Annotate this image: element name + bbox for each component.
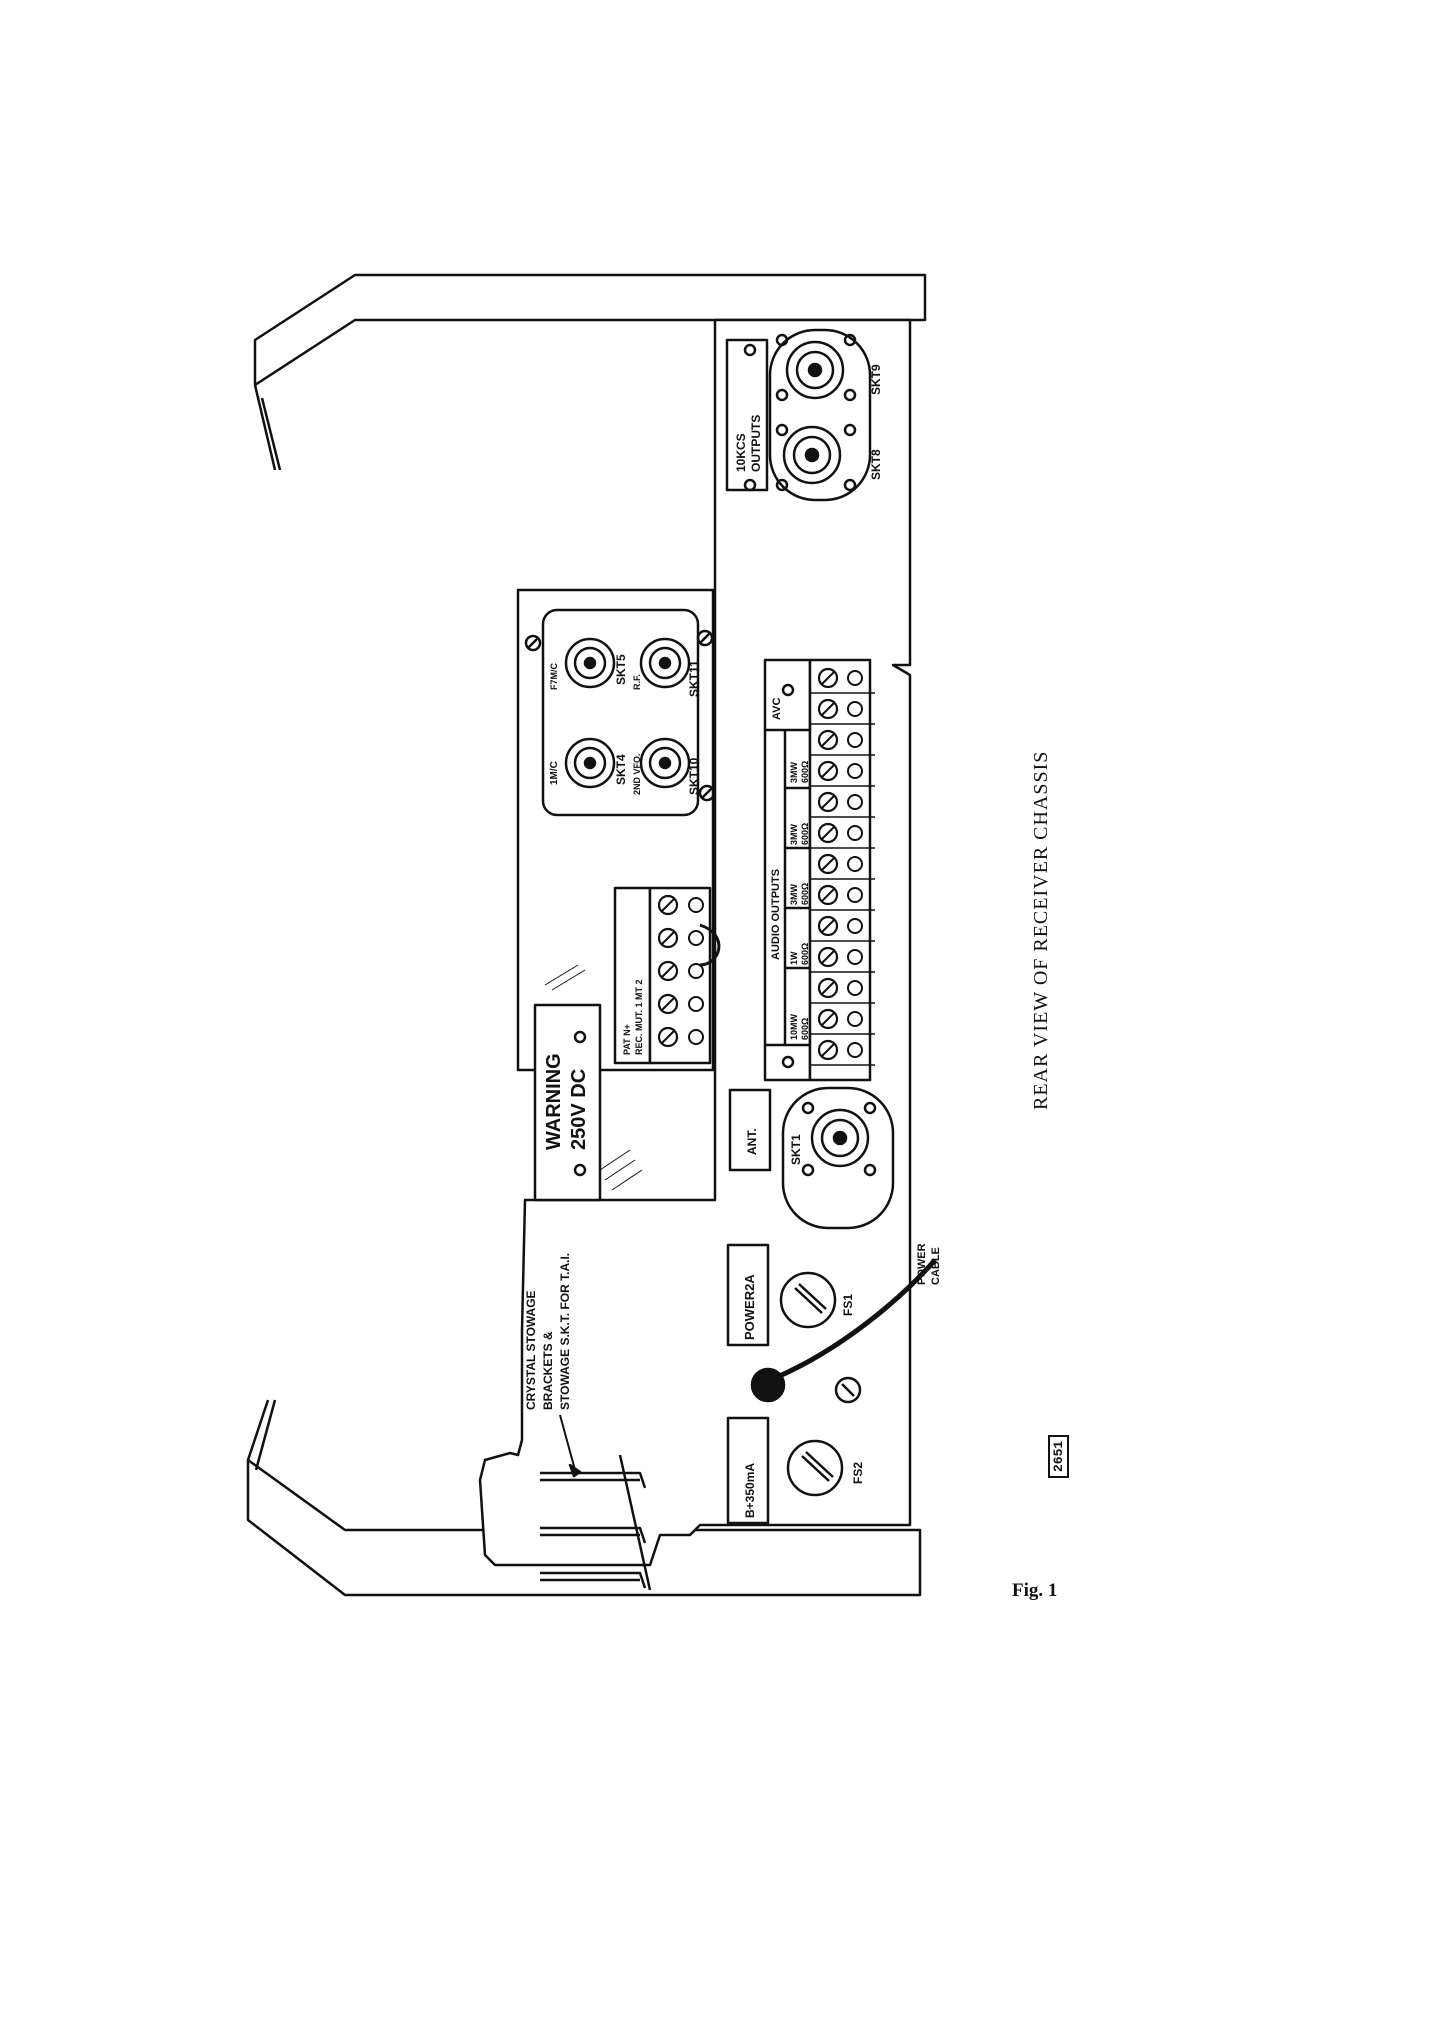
skt11-socket (639, 637, 691, 689)
audio-terminal (810, 791, 875, 818)
warning-hatching (544, 964, 643, 1191)
crystal-stowage-brackets (540, 1414, 652, 1591)
audio-ch3-label-line-1: 3MW (789, 883, 799, 905)
mute-block-label-line-2: REC. MUT. 1 MT 2 (634, 979, 644, 1055)
mute-terminal (657, 1026, 704, 1048)
power2a-label: POWER2A (742, 1274, 757, 1340)
skt10-label: SKT10 (687, 757, 701, 795)
skt1-label: SKT1 (789, 1134, 803, 1165)
audio-terminal (810, 884, 875, 911)
skt1-socket (801, 1101, 877, 1177)
power-cable (750, 1258, 937, 1403)
skt1-plate (781, 1086, 895, 1230)
audio-ch5-label-line-2: 600Ω (800, 761, 810, 783)
figure-label: Fig. 1 (1012, 1580, 1058, 1601)
crystal-stowage-label-line-3: STOWAGE S.K.T. FOR T.A.I. (558, 1253, 572, 1410)
skt9-label: SKT9 (869, 364, 883, 395)
mute-terminal (657, 960, 704, 982)
warning-label-line-2: 250V DC (568, 1069, 590, 1150)
skt10-socket (639, 737, 691, 789)
fs1-label: FS1 (841, 1294, 855, 1316)
grommet (834, 1376, 862, 1404)
skt5-label: SKT5 (614, 654, 628, 685)
audio-ch1-label-line-2: 600Ω (800, 1018, 810, 1040)
skt9-socket (785, 340, 845, 400)
audio-terminal (810, 853, 875, 880)
two-nd-vfo-label: 2ND VFO. (632, 753, 642, 795)
audio-terminal (810, 667, 875, 694)
audio-terminal (810, 698, 875, 725)
mute-label-plate (613, 886, 652, 1065)
warning-label-line-1: WARNING (543, 1053, 565, 1150)
audio-ch1-label-line-1: 10MW (789, 1013, 799, 1040)
skt11-label: SKT11 (687, 660, 701, 697)
crystal-stowage-label-line-2: BRACKETS & (541, 1331, 555, 1410)
audio-terminal (810, 822, 875, 849)
warning-plate (533, 1003, 602, 1202)
audio-ch4-label-line-1: 3MW (789, 823, 799, 845)
avc-label: AVC (771, 698, 783, 720)
audio-ch5-label-line-1: 3MW (789, 761, 799, 783)
audio-terminals (810, 667, 875, 1066)
power-cable-label-line-2: CABLE (930, 1247, 942, 1285)
ten-kcs-label-line-1: 10KCS (734, 433, 748, 472)
ant-label-plate (728, 1088, 772, 1172)
audio-terminal (810, 915, 875, 942)
lower-side-bracket (246, 1399, 922, 1597)
rf-label: R.F. (632, 674, 642, 690)
audio-ch2-label-line-2: 600Ω (800, 943, 810, 965)
upper-side-bracket (253, 273, 927, 471)
seven-mc-label: F7M/C (549, 662, 559, 690)
one-mc-label: 1M/C (549, 761, 560, 785)
b350-label-plate (726, 1416, 770, 1525)
ten-kcs-label-line-2: OUTPUTS (749, 415, 763, 472)
mute-terminal (657, 927, 704, 949)
ten-kcs-socket-plate (768, 328, 872, 502)
mute-link-wire (699, 923, 721, 967)
skt8-label: SKT8 (869, 449, 883, 480)
audio-ch3-label-line-2: 600Ω (800, 883, 810, 905)
caption-text: REAR VIEW OF RECEIVER CHASSIS (1030, 750, 1052, 1110)
skt5-socket (564, 637, 616, 689)
audio-terminal (810, 760, 875, 787)
skt4-socket (564, 737, 616, 789)
mute-terminal (657, 993, 704, 1015)
audio-outputs-label: AUDIO OUTPUTS (770, 869, 782, 960)
audio-terminal (810, 1039, 875, 1066)
audio-label-dividers (765, 683, 810, 1069)
audio-terminal (810, 1008, 875, 1035)
subpanel-screws (524, 629, 716, 802)
fs1-fuse-holder (779, 1271, 837, 1329)
skt4-label: SKT4 (614, 754, 628, 785)
audio-terminal (810, 729, 875, 756)
audio-terminal (810, 977, 875, 1004)
drawing-ref-text: 2651 (1048, 1434, 1069, 1478)
fs2-label: FS2 (851, 1462, 865, 1484)
power2a-label-plate (726, 1243, 770, 1347)
skt8-socket (782, 425, 842, 485)
audio-ch4-label-line-2: 600Ω (800, 823, 810, 845)
audio-terminal (810, 946, 875, 973)
fs2-fuse-holder (786, 1439, 844, 1497)
chassis-outline (478, 318, 912, 1567)
power-cable-label-line-1: POWER (916, 1243, 928, 1285)
mute-block-label-line-1: PAT N+ (622, 1024, 632, 1055)
crystal-stowage-label-line-1: CRYSTAL STOWAGE (524, 1290, 538, 1410)
mute-terminals (657, 894, 704, 1048)
b350-label: B+350mA (743, 1463, 757, 1518)
audio-ch2-label-line-1: 1W (789, 951, 799, 965)
ten-kcs-screws (743, 333, 857, 492)
mute-terminal (657, 894, 704, 916)
ant-label: ANT. (745, 1128, 759, 1155)
